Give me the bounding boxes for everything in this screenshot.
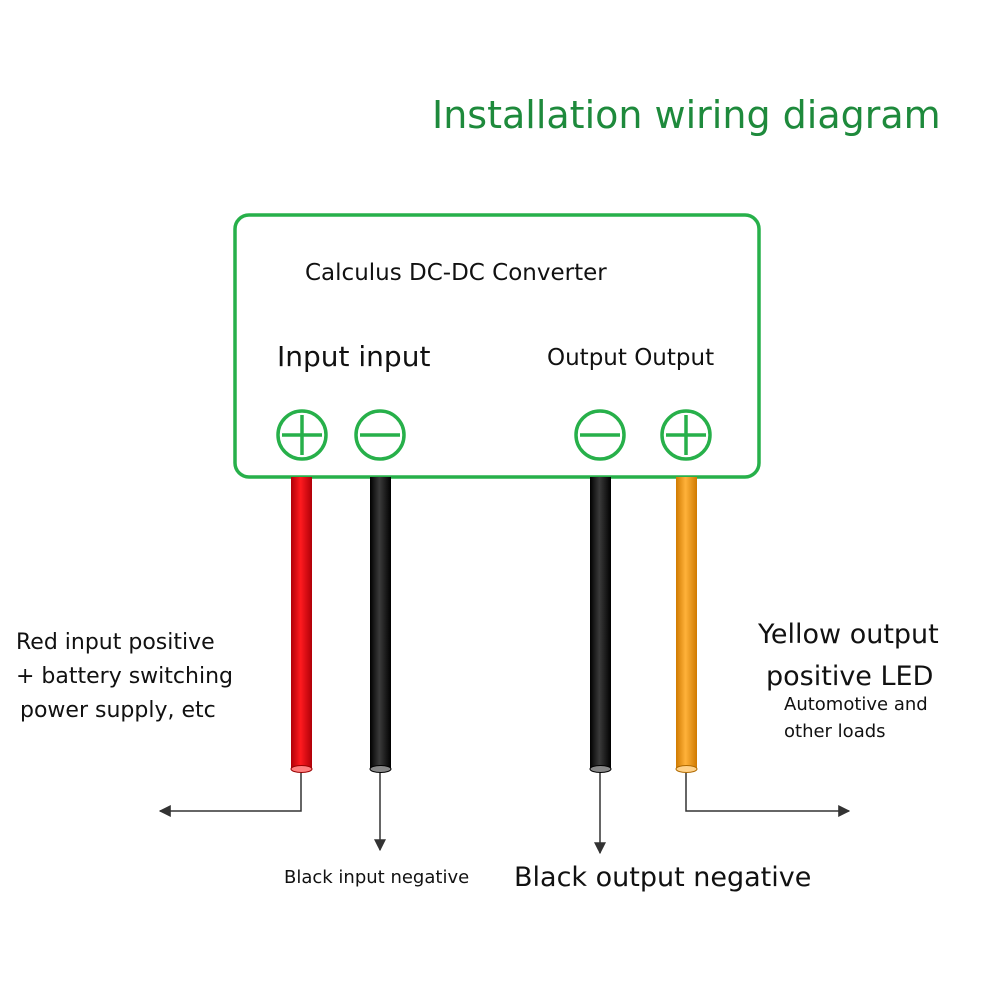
black-input-wire xyxy=(370,477,391,770)
diagram-title: Installation wiring diagram xyxy=(432,93,941,137)
load-note: Automotive and other loads xyxy=(784,691,984,745)
note-line: Automotive and xyxy=(784,694,928,715)
note-line: positive LED xyxy=(766,661,934,692)
yellow-output-wire xyxy=(676,477,697,770)
converter-box xyxy=(233,213,761,479)
device-name: Calculus DC-DC Converter xyxy=(305,260,607,286)
note-line: Yellow output xyxy=(758,619,939,650)
red-input-wire xyxy=(291,477,312,770)
output-heading: Output Output xyxy=(547,345,715,371)
input-heading: Input input xyxy=(277,340,431,373)
red-input-positive-note: Red input positive + battery switching p… xyxy=(16,626,276,728)
note-line: other loads xyxy=(784,721,886,742)
black-output-wire-end xyxy=(589,765,612,773)
note-line: + battery switching xyxy=(16,664,233,689)
output-negative-terminal-icon xyxy=(574,409,626,461)
note-line: Red input positive xyxy=(16,630,215,655)
input-negative-terminal-icon xyxy=(354,409,406,461)
note-line: power supply, etc xyxy=(20,698,216,723)
red-wire-end xyxy=(290,765,313,773)
output-positive-terminal-icon xyxy=(660,409,712,461)
yellow-wire-end xyxy=(675,765,698,773)
output-positive-leader-arrow xyxy=(685,773,851,817)
input-positive-terminal-icon xyxy=(276,409,328,461)
black-input-negative-label: Black input negative xyxy=(284,867,470,888)
yellow-output-positive-note: Yellow output positive LED xyxy=(758,614,998,698)
input-positive-leader-arrow xyxy=(158,773,302,817)
black-input-wire-end xyxy=(369,765,392,773)
black-output-negative-label: Black output negative xyxy=(514,862,812,893)
black-output-wire xyxy=(590,477,611,770)
